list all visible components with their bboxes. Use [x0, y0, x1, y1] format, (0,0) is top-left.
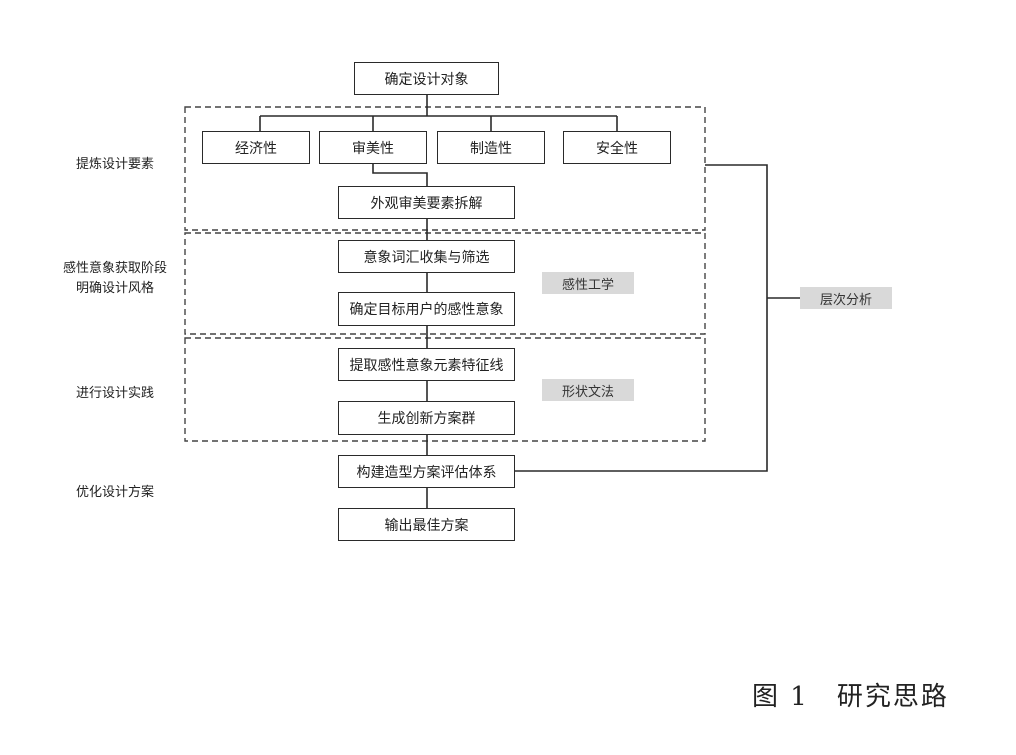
method-tag-kansei-engineering: 感性工学	[542, 272, 634, 294]
phase-label-extract-elements: 提炼设计要素	[50, 155, 180, 175]
connector-aesthetics-to-decomposition	[372, 164, 428, 187]
step-box-target-user-image: 确定目标用户的感性意象	[338, 292, 515, 326]
phase-region-2	[184, 232, 706, 335]
element-box-safety: 安全性	[563, 131, 671, 164]
step-box-feature-line-extraction: 提取感性意象元素特征线	[338, 348, 515, 381]
phase-label-line: 明确设计风格	[75, 281, 154, 296]
element-box-manufacturing: 制造性	[437, 131, 545, 164]
phase-label-design-practice: 进行设计实践	[50, 384, 180, 404]
step-box-appearance-decomposition: 外观审美要素拆解	[338, 186, 515, 219]
phase-label-kansei-acquisition: 感性意象获取阶段 明确设计风格	[50, 259, 180, 299]
method-tag-ahp: 层次分析	[800, 287, 892, 309]
phase-label-line: 提炼设计要素	[75, 157, 154, 172]
step-box-evaluation-system: 构建造型方案评估体系	[338, 455, 515, 488]
method-tag-shape-grammar: 形状文法	[542, 379, 634, 401]
define-design-object-box: 确定设计对象	[354, 62, 499, 95]
phase-label-line: 进行设计实践	[75, 386, 154, 401]
figure-caption: 图 1 研究思路	[752, 676, 949, 713]
phase-label-optimize-scheme: 优化设计方案	[50, 483, 180, 503]
element-box-aesthetics: 审美性	[319, 131, 427, 164]
phase-region-3	[184, 337, 706, 442]
phase-label-line: 感性意象获取阶段	[62, 261, 167, 276]
element-box-economy: 经济性	[202, 131, 310, 164]
phase-label-line: 优化设计方案	[75, 485, 154, 500]
connector-ahp-bracket	[514, 164, 768, 472]
phase-region-1	[184, 106, 706, 231]
figure-label: 图 1	[752, 682, 809, 712]
figure-title: 研究思路	[836, 682, 949, 712]
step-box-vocabulary-collection: 意象词汇收集与筛选	[338, 240, 515, 273]
step-box-output-best-scheme: 输出最佳方案	[338, 508, 515, 541]
step-box-generate-schemes: 生成创新方案群	[338, 401, 515, 435]
